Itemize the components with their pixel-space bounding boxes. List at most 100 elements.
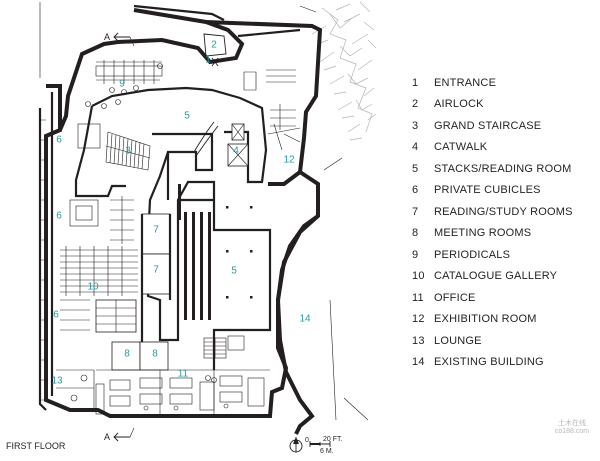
- section-marker-bottom: A: [104, 432, 130, 442]
- room-number-6-south: 6: [53, 310, 59, 321]
- room-number-14: 14: [299, 314, 311, 325]
- legend-item-number: 9: [412, 248, 419, 261]
- room-number-3: 3: [125, 146, 131, 157]
- legend-item: 13 LOUNGE: [412, 330, 597, 352]
- legend-item-number: 2: [412, 98, 419, 111]
- room-number-1: 1: [205, 55, 211, 66]
- room-number-11: 11: [178, 369, 189, 380]
- central-stacks-wall: [146, 132, 272, 342]
- room-number-12: 12: [283, 155, 295, 166]
- legend-item: 8 MEETING ROOMS: [412, 223, 597, 245]
- legend-item-number: 6: [412, 184, 419, 197]
- grand-staircase: [105, 131, 151, 171]
- reading-desks: [60, 246, 138, 333]
- room-number-7-upper: 7: [153, 225, 159, 236]
- room-number-labels: 1 2 3 4 5 5 6 6 6 7 7 8 8 9 10 11 12 13 …: [51, 40, 311, 387]
- legend-item-number: 13: [412, 334, 425, 347]
- periodicals-furniture: [85, 60, 296, 130]
- section-arrow-icon: [113, 32, 130, 42]
- legend-item-label: AIRLOCK: [434, 98, 484, 111]
- legend-item: 12 EXHIBITION ROOM: [412, 309, 597, 331]
- legend-item-label: PRIVATE CUBICLES: [434, 184, 541, 197]
- legend-item-number: 4: [412, 141, 419, 154]
- service-stair: [203, 335, 245, 359]
- room-number-13: 13: [51, 376, 63, 387]
- north-arrow-icon: [289, 437, 303, 453]
- legend-item-label: READING/STUDY ROOMS: [434, 205, 573, 218]
- lounge-furniture: [56, 369, 95, 410]
- exhibition-room-detail: [267, 123, 301, 151]
- existing-building-edge: [275, 214, 320, 435]
- study-rooms: [111, 213, 172, 371]
- legend-item: 11 OFFICE: [412, 287, 597, 309]
- legend-item-label: EXISTING BUILDING: [434, 356, 544, 369]
- airlock: [203, 33, 227, 67]
- legend-item-number: 12: [412, 313, 425, 326]
- tree-canopy-icon: [311, 1, 377, 141]
- catwalk-arc: [193, 121, 219, 157]
- room-number-10: 10: [87, 282, 99, 293]
- svg-text:0: 0: [305, 437, 309, 444]
- legend-item-label: EXHIBITION ROOM: [434, 313, 537, 326]
- legend-item-label: CATWALK: [434, 141, 488, 154]
- room-number-8-east: 8: [152, 349, 158, 360]
- room-number-2: 2: [211, 40, 217, 51]
- room-number-6-mid: 6: [56, 211, 62, 222]
- room-number-7-lower: 7: [153, 265, 159, 276]
- legend-item: 6 PRIVATE CUBICLES: [412, 180, 597, 202]
- catwalk-wall: [74, 105, 126, 198]
- legend-item-number: 7: [412, 205, 419, 218]
- watermark: 土木在线 co188.com: [554, 420, 590, 435]
- legend-item-number: 3: [412, 119, 419, 132]
- legend-item-label: PERIODICALS: [434, 248, 511, 261]
- room-number-8-west: 8: [124, 349, 130, 360]
- legend-item: 5 STACKS/READING ROOM: [412, 158, 597, 180]
- svg-text:A: A: [104, 32, 110, 42]
- legend-item-number: 1: [412, 76, 419, 89]
- legend-item: 4 CATWALK: [412, 137, 597, 159]
- legend-item: 14 EXISTING BUILDING: [412, 352, 597, 374]
- legend-item-label: LOUNGE: [434, 334, 482, 347]
- svg-text:A: A: [104, 432, 110, 442]
- legend-item-label: CATALOGUE GALLERY: [434, 270, 558, 283]
- office-furniture: [95, 369, 270, 416]
- svg-text:20 FT.: 20 FT.: [323, 436, 343, 443]
- upper-corridor-wall: [91, 86, 268, 184]
- legend-item: 2 AIRLOCK: [412, 94, 597, 116]
- legend-item-number: 11: [412, 291, 424, 304]
- section-marker-top: A: [104, 32, 130, 42]
- room-number-9: 9: [119, 79, 125, 90]
- room-number-5-upper: 5: [184, 111, 190, 122]
- legend-item-number: 14: [412, 356, 425, 369]
- stacks-columns: [226, 206, 253, 299]
- legend-item-number: 5: [412, 162, 419, 175]
- cubicle-row-west: [60, 123, 134, 331]
- legend-item: 10 CATALOGUE GALLERY: [412, 266, 597, 288]
- site-boundary-line: [39, 2, 369, 421]
- room-legend: 1 ENTRANCE 2 AIRLOCK 3 GRAND STAIRCASE 4 CATWAL…: [412, 72, 597, 373]
- legend-item-label: OFFICE: [434, 291, 476, 304]
- scale-bar: 0 20 FT. 6 M.: [305, 436, 343, 455]
- stacks-inner-wall: [166, 152, 256, 370]
- legend-item-label: ENTRANCE: [434, 76, 497, 89]
- legend-item-label: GRAND STAIRCASE: [434, 119, 542, 132]
- west-wall-mullions: [40, 119, 46, 401]
- legend-item-number: 10: [412, 270, 425, 283]
- west-wall-inner: [38, 92, 54, 411]
- floor-label: FIRST FLOOR: [6, 441, 66, 451]
- legend-item: 9 PERIODICALS: [412, 244, 597, 266]
- stack-shelving: [178, 184, 211, 320]
- elevator-core: [227, 123, 249, 167]
- room-number-5-lower: 5: [231, 266, 237, 277]
- legend-item-number: 8: [412, 227, 419, 240]
- legend-item: 3 GRAND STAIRCASE: [412, 115, 597, 137]
- legend-item-label: MEETING ROOMS: [434, 227, 532, 240]
- north-curtain-wall: [205, 20, 323, 186]
- entrance-canopy: [133, 4, 301, 38]
- entrance-wing-wall: [58, 8, 245, 131]
- legend-item: 7 READING/STUDY ROOMS: [412, 201, 597, 223]
- legend-item-label: STACKS/READING ROOM: [434, 162, 572, 175]
- room-number-4: 4: [233, 146, 239, 157]
- room-number-6-north: 6: [56, 135, 62, 146]
